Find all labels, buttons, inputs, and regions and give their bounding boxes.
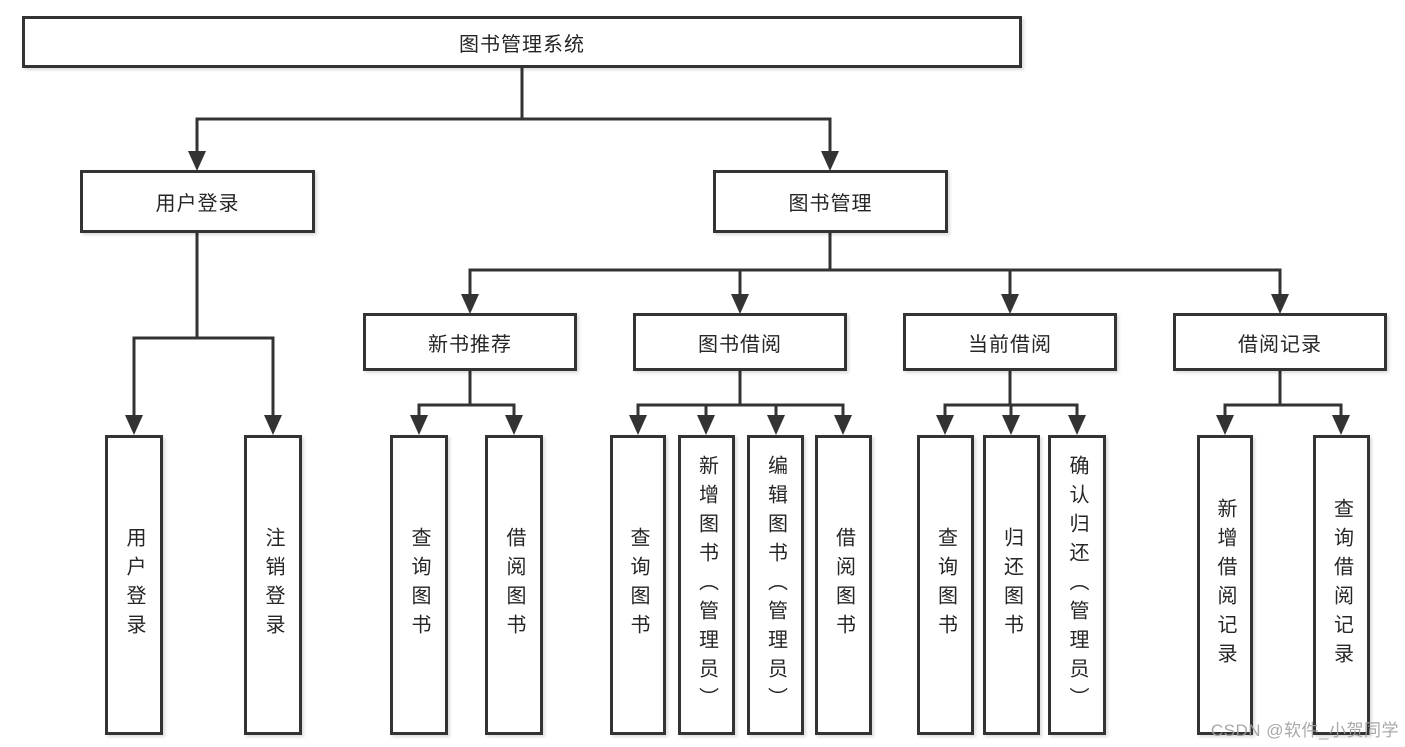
leaf-query-books-borrowing: 查询图书 [610, 435, 666, 735]
node-current-borrowing: 当前借阅 [903, 313, 1117, 371]
leaf-borrow-books-recommend: 借阅图书 [485, 435, 543, 735]
leaf-logout: 注销登录 [244, 435, 302, 735]
leaf-add-borrow-record: 新增借阅记录 [1197, 435, 1253, 735]
node-book-borrowing: 图书借阅 [633, 313, 847, 371]
node-book-management: 图书管理 [713, 170, 948, 233]
leaf-confirm-return-admin: 确认归还（管理员） [1048, 435, 1106, 735]
node-new-book-recommend: 新书推荐 [363, 313, 577, 371]
csdn-watermark: CSDN @软件_小贺同学 [1210, 721, 1399, 740]
node-borrowing-records: 借阅记录 [1173, 313, 1387, 371]
leaf-user-login: 用户登录 [105, 435, 163, 735]
leaf-query-books-recommend: 查询图书 [390, 435, 448, 735]
leaf-query-books-current: 查询图书 [917, 435, 974, 735]
leaf-add-book-admin: 新增图书（管理员） [678, 435, 735, 735]
leaf-edit-book-admin: 编辑图书（管理员） [747, 435, 804, 735]
node-root-library-system: 图书管理系统 [22, 16, 1022, 68]
node-user-login: 用户登录 [80, 170, 315, 233]
leaf-return-books: 归还图书 [983, 435, 1040, 735]
leaf-borrow-books: 借阅图书 [815, 435, 872, 735]
leaf-query-borrow-record: 查询借阅记录 [1313, 435, 1370, 735]
